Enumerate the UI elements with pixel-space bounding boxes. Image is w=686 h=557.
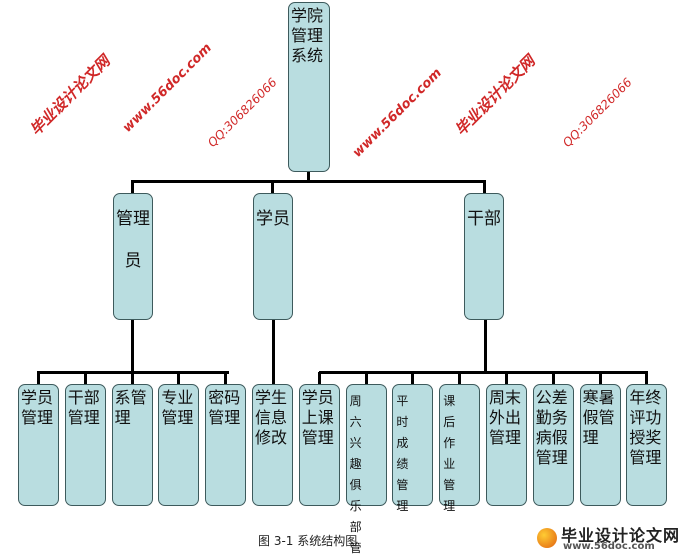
logo-url: www.56doc.com [563,541,655,552]
connector [458,372,462,384]
connector [598,372,602,384]
watermark: 毕业设计论文网 [26,52,114,140]
leaf-node: 寒暑假管理 [579,384,621,506]
connector [645,372,649,384]
leaf-node: 系管理 [111,384,153,506]
watermark: www.56doc.com [350,65,445,161]
figure-caption: 图 3-1 系统结构图 [258,534,358,548]
connector [484,320,487,372]
connector [177,372,181,384]
leaf-node: 年终评功授奖管理 [626,384,668,506]
leaf-node: 课后作业管理 [439,384,481,513]
connector [272,320,275,384]
watermark: QQ:306826066 [560,75,635,150]
watermark: 毕业设计论文网 [451,52,539,140]
connector [307,172,310,182]
logo-title: 毕业设计论文网 [561,526,681,545]
node-student: 学员 [253,193,293,320]
connector [131,180,134,194]
leaf-node: 学生信息修改 [252,384,293,506]
connector [131,180,486,183]
watermark: www.56doc.com [120,40,215,136]
leaf-node: 周六兴趣俱乐部管理 [345,384,387,555]
leaf-node: 平时成绩管理 [392,384,434,513]
connector [364,372,368,384]
logo-ball-icon [537,528,557,548]
leaf-node: 学员上课管理 [298,384,340,506]
root-node: 学院管理系统 [288,2,330,172]
connector [224,372,228,384]
leaf-node: 公差勤务病假管理 [532,384,574,506]
connector [271,180,274,194]
leaf-node: 学员管理 [18,384,59,506]
watermark: QQ:306826066 [205,75,280,150]
connector [83,372,87,384]
connector [317,372,321,384]
leaf-node: 密码管理 [205,384,247,506]
node-admin: 管理员 [113,193,153,320]
connector [37,372,40,384]
connector [131,320,134,372]
connector [319,371,648,374]
leaf-node: 专业管理 [158,384,200,506]
leaf-node: 干部管理 [64,384,106,506]
leaf-node: 周末外出管理 [486,384,527,506]
connector [130,372,134,384]
connector [483,180,486,194]
node-cadre: 干部 [464,193,504,320]
connector [551,372,555,384]
connector [505,372,508,384]
connector [411,372,415,384]
